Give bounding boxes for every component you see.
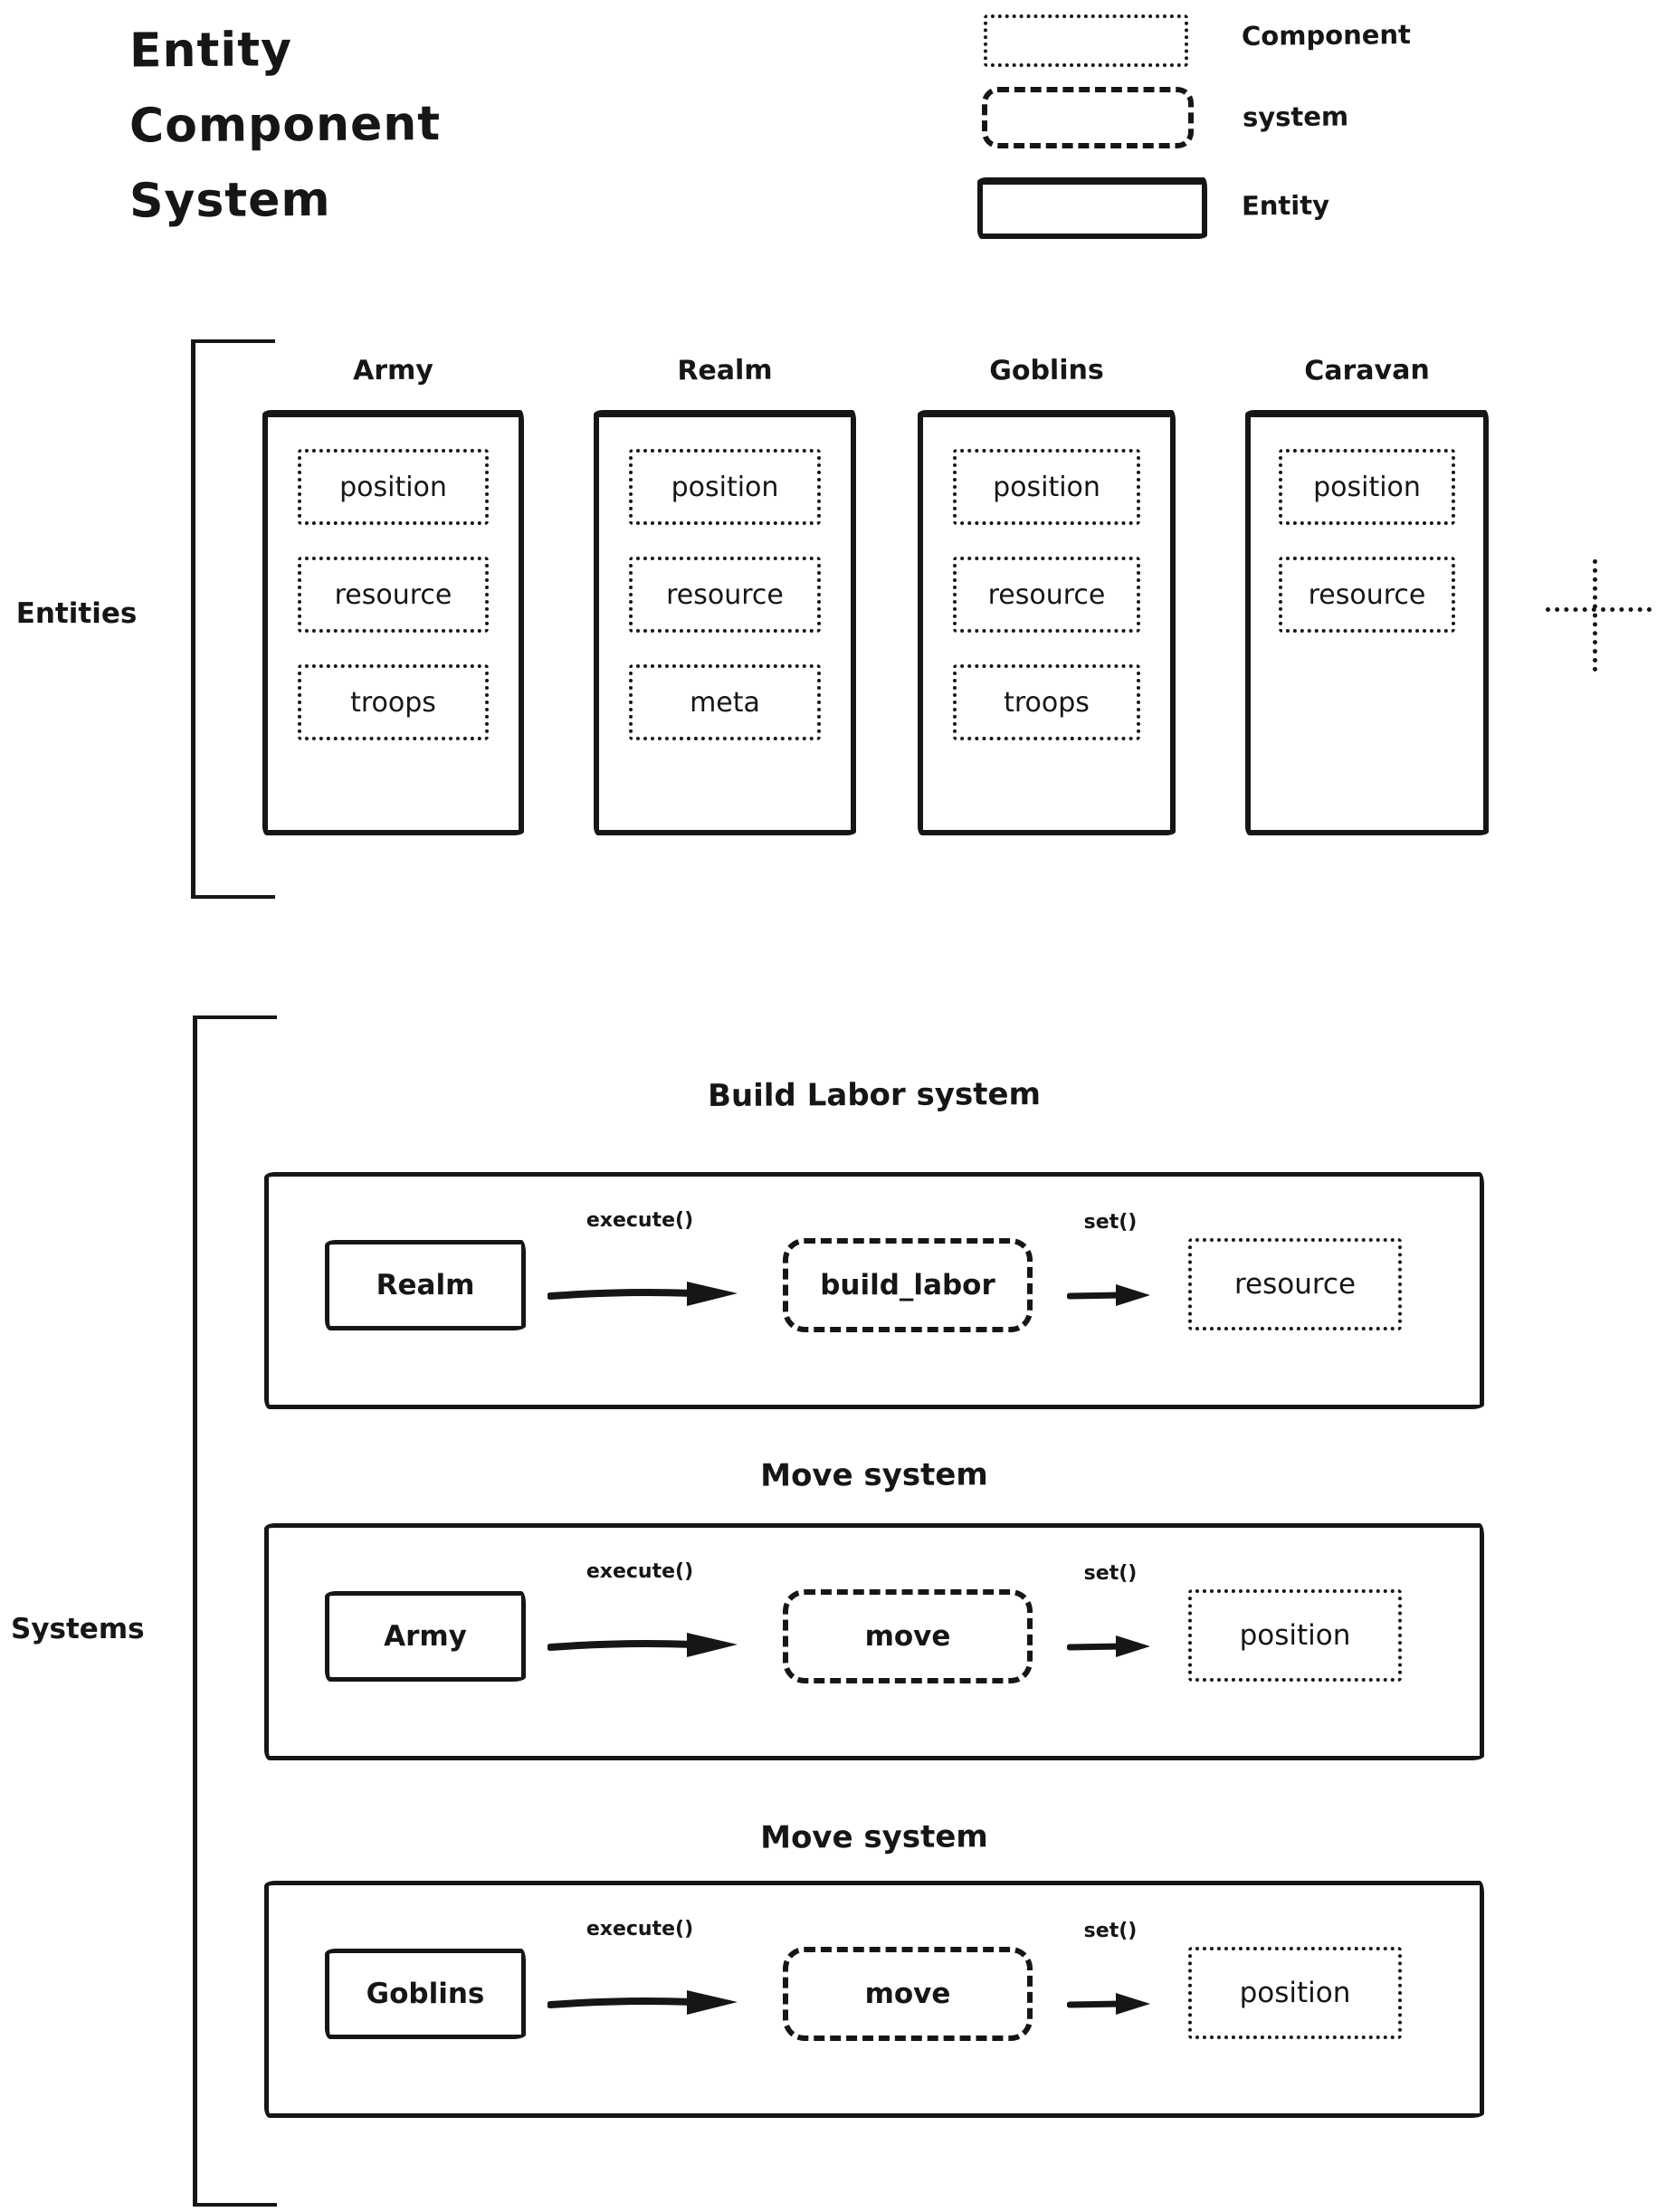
page-title-line-2: Component [129, 97, 442, 154]
legend-label-component: Component [1241, 19, 1412, 52]
entity-card-title-caravan: Caravan [1304, 354, 1430, 387]
set-call-label: set() [1083, 1562, 1138, 1585]
execute-call-label: execute() [586, 1209, 694, 1232]
system-row-move-goblins: Goblins execute() move set() position [264, 1881, 1484, 2118]
legend-swatch-system-icon [982, 87, 1194, 148]
plus-icon [1546, 607, 1652, 612]
entity-card-goblins: position resource troops [918, 410, 1176, 835]
system-row-title: Build Labor system [707, 1076, 1042, 1114]
system-row-move-army: Army execute() move set() position [264, 1523, 1484, 1760]
component-box: resource [952, 557, 1141, 633]
component-box: troops [298, 664, 489, 740]
plus-icon [1593, 559, 1597, 672]
entity-box: Realm [325, 1240, 526, 1330]
entities-bracket [191, 339, 275, 899]
legend-label-system: system [1242, 100, 1349, 133]
arrow-right-icon [1067, 1990, 1152, 2017]
page-title-line-1: Entity [129, 23, 293, 79]
component-box: position [1188, 1589, 1402, 1682]
component-box: meta [629, 664, 821, 740]
component-box: resource [298, 557, 489, 633]
entities-section-label: Entities [15, 597, 138, 630]
legend-label-entity: Entity [1241, 189, 1330, 222]
legend-swatch-entity-icon [977, 177, 1207, 239]
system-row-title: Move system [760, 1456, 988, 1494]
set-call-label: set() [1083, 1920, 1138, 1942]
system-row-title: Move system [760, 1818, 988, 1856]
arrow-right-icon [548, 1629, 739, 1660]
component-box: position [629, 449, 821, 525]
system-box: move [783, 1589, 1033, 1683]
system-row-build-labor: Realm execute() build_labor set() resour… [264, 1172, 1484, 1409]
component-box: resource [1188, 1238, 1402, 1330]
component-box: position [1278, 449, 1456, 525]
execute-call-label: execute() [586, 1560, 694, 1583]
execute-call-label: execute() [586, 1918, 694, 1940]
legend-swatch-component-icon [984, 14, 1188, 67]
component-box: resource [629, 557, 821, 633]
entity-box: Army [325, 1591, 526, 1682]
entity-card-realm: position resource meta [594, 410, 856, 835]
component-box: troops [952, 664, 1141, 740]
entity-card-caravan: position resource [1245, 410, 1489, 835]
systems-bracket [193, 1015, 277, 2207]
component-box: position [1188, 1947, 1402, 2039]
arrow-right-icon [1067, 1282, 1152, 1309]
page-title: Entity Component System [129, 13, 509, 238]
component-box: resource [1278, 557, 1456, 633]
component-box: position [298, 449, 489, 525]
entity-card-title-realm: Realm [677, 354, 773, 387]
systems-section-label: Systems [11, 1613, 145, 1645]
entity-card-title-goblins: Goblins [989, 354, 1104, 387]
arrow-right-icon [1067, 1633, 1152, 1660]
arrow-right-icon [548, 1278, 739, 1309]
component-box: position [952, 449, 1141, 525]
entity-card-army: position resource troops [262, 410, 524, 835]
set-call-label: set() [1083, 1211, 1138, 1234]
entity-card-title-army: Army [352, 354, 434, 387]
system-box: move [783, 1947, 1033, 2041]
system-box: build_labor [783, 1238, 1033, 1332]
entity-box: Goblins [325, 1949, 526, 2039]
arrow-right-icon [548, 1987, 739, 2017]
page-title-line-3: System [129, 172, 331, 229]
